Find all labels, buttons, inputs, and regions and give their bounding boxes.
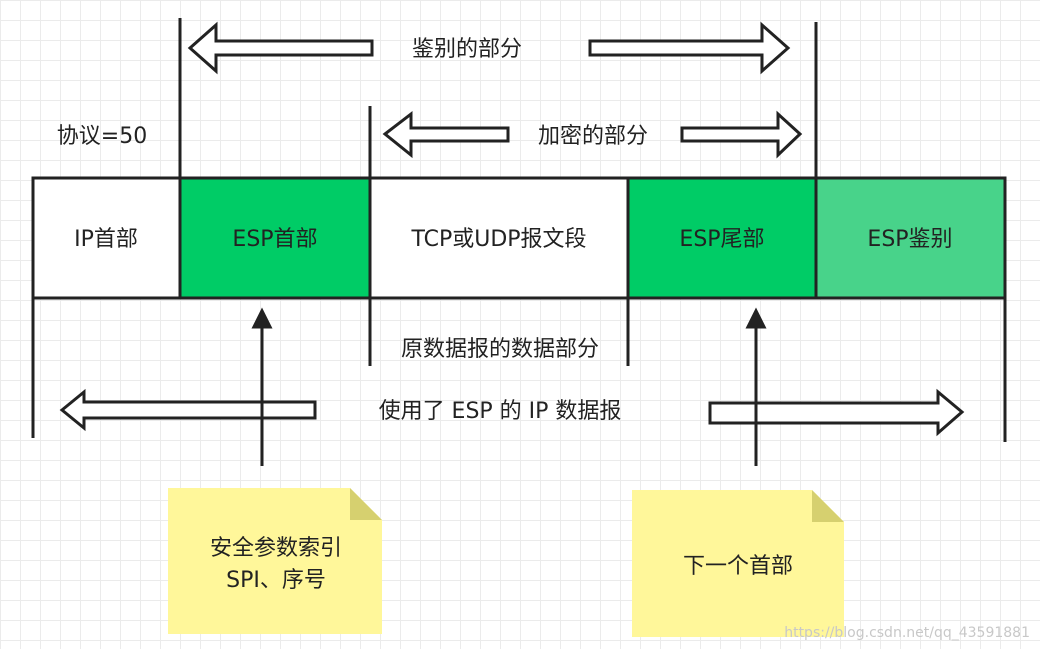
segment-esp-header [178, 176, 372, 300]
next-header-note-fold [812, 490, 844, 522]
ip-datagram-label: 使用了 ESP 的 IP 数据报 [379, 399, 622, 424]
next-header-note: 下一个首部 [632, 490, 844, 637]
next-header-note-body [632, 490, 844, 637]
spi-note-fold [350, 488, 382, 520]
original-data-label: 原数据报的数据部分 [401, 337, 599, 362]
auth-part-label: 鉴别的部分 [412, 37, 522, 62]
pointer-arrows [251, 307, 767, 466]
spi-note-line2: SPI、序号 [226, 568, 326, 593]
segment-esp-trailer-label: ESP尾部 [679, 227, 764, 252]
segment-esp-auth-label: ESP鉴别 [867, 227, 952, 252]
packet-bar: IP首部 ESP首部 TCP或UDP报文段 ESP尾部 ESP鉴别 [31, 176, 1007, 300]
segment-esp-trailer [626, 176, 818, 300]
spi-note-body [168, 488, 382, 634]
segment-ip-header [31, 176, 182, 300]
segment-tcp-udp [368, 176, 630, 300]
encrypt-left-arrow [382, 110, 510, 159]
encrypt-right-arrow [680, 110, 803, 159]
spi-note-line1: 安全参数索引 [210, 536, 342, 561]
auth-right-arrow [588, 21, 791, 75]
protocol-label: 协议=50 [57, 124, 147, 149]
spi-note: 安全参数索引 SPI、序号 [168, 488, 382, 634]
auth-left-arrow [187, 21, 374, 75]
next-header-note-text: 下一个首部 [683, 554, 793, 579]
watermark: https://blog.csdn.net/qq_43591881 [784, 625, 1030, 641]
segment-ip-header-label: IP首部 [74, 227, 138, 252]
segment-esp-header-label: ESP首部 [232, 227, 317, 252]
segment-esp-auth [814, 176, 1007, 300]
segment-tcp-udp-label: TCP或UDP报文段 [410, 227, 586, 252]
datagram-right-arrow [708, 388, 965, 437]
span-arrows [59, 21, 965, 437]
encrypt-part-label: 加密的部分 [538, 124, 648, 149]
datagram-left-arrow [59, 388, 317, 432]
boundary-lines [31, 18, 1007, 442]
